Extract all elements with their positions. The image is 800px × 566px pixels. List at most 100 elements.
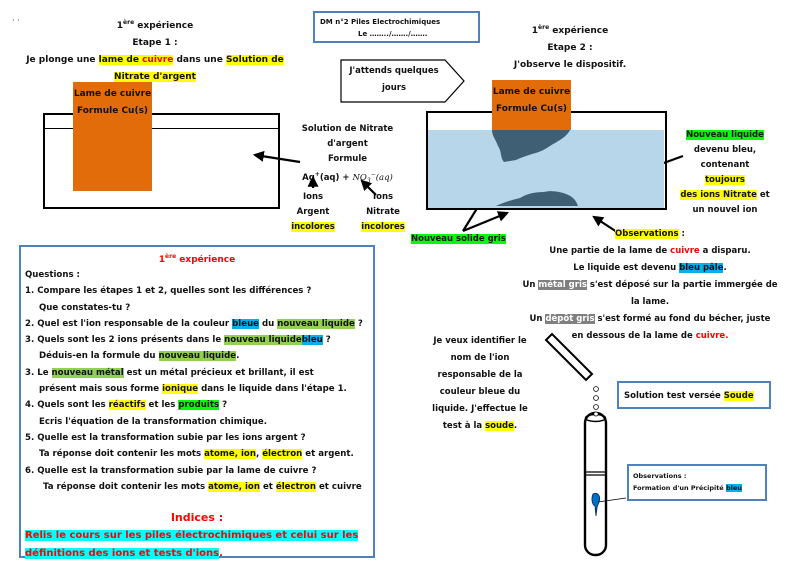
text-fragment: contenant toujours <box>680 158 770 188</box>
hints-title: Indices : <box>170 511 224 525</box>
text-fragment: a disparu. <box>699 246 751 256</box>
text-fragment: bleue <box>232 318 260 329</box>
text-fragment: ionique <box>162 384 199 395</box>
hints-line2: définitions des ions et tests d'ions. <box>25 545 369 563</box>
text-fragment: Un métal gris s'est déposé sur la partie… <box>520 277 780 294</box>
text-fragment: nouveau liquide <box>224 335 302 346</box>
text-fragment: expérience <box>134 21 194 31</box>
text-fragment: 1 <box>158 255 166 265</box>
text-fragment: ère <box>165 253 177 260</box>
text-fragment: incolores <box>291 222 335 232</box>
text-fragment: Ions <box>302 192 324 202</box>
text-fragment: réactifs <box>108 400 146 411</box>
text-fragment: lame de <box>98 55 143 65</box>
text-fragment: bleu pâle <box>679 263 724 273</box>
wait-arrow-shape <box>340 59 465 103</box>
assignment-header-box: DM n°2 Piles Electrochimiques Le ……../……… <box>313 11 480 43</box>
text-fragment: électron <box>262 449 303 460</box>
arrow-solid-bottom <box>462 211 510 233</box>
questions-box: 1ère expérience Questions : 1. Compare l… <box>19 245 375 560</box>
text-fragment: atome, ion <box>204 449 256 460</box>
text-fragment: Formule Cu(s) <box>495 104 568 114</box>
text-fragment: + <box>314 171 320 178</box>
text-fragment: bleu <box>725 484 742 492</box>
text-fragment: produits <box>178 400 220 411</box>
text-fragment: en dessous de la lame de <box>571 331 696 341</box>
text-fragment: Nitrate d'argent <box>114 72 196 82</box>
text-fragment: test à la <box>442 421 486 431</box>
text-fragment: . <box>236 351 240 362</box>
text-fragment: Soude <box>723 391 754 401</box>
text-fragment: Déduis-en la formule du nouveau liquide. <box>25 348 369 364</box>
text-fragment: 2. Quel est l'ion responsable de la coul… <box>25 318 233 329</box>
test-description: Je veux identifier le nom de l'ion respo… <box>425 333 535 435</box>
text-fragment: dans une <box>173 55 226 65</box>
text-fragment: 1 <box>116 21 124 31</box>
text-fragment: Solution de <box>225 55 284 65</box>
text-fragment: Je plonge une <box>26 55 99 65</box>
question-2: 2. Quel est l'ion responsable de la coul… <box>25 316 369 332</box>
metal-deposit-on-plate <box>492 130 570 162</box>
text-fragment: cuivre. <box>695 331 729 341</box>
text-fragment: Ta réponse doit contenir les mots atome,… <box>25 479 369 495</box>
text-fragment: Un <box>522 280 539 290</box>
text-fragment: Formule Cu(s) <box>76 106 149 116</box>
text-fragment: . <box>723 263 727 273</box>
text-fragment: Le liquide est devenu bleu pâle. <box>520 260 780 277</box>
left-instruction-line2: Nitrate d'argent <box>20 69 290 86</box>
text-fragment: Argent <box>296 207 330 217</box>
text-fragment <box>597 497 627 503</box>
text-fragment: couleur bleue du <box>439 387 521 397</box>
grey-deposit-bottom <box>496 191 578 206</box>
text-fragment: des ions Nitrate et <box>680 188 770 203</box>
text-fragment: ère <box>538 24 550 31</box>
text-fragment: s'est formé au fond du bécher, juste <box>594 314 771 324</box>
text-fragment: Nitrate <box>366 207 400 217</box>
question-4: 4. Quels sont les réactifs et les produi… <box>25 397 369 413</box>
text-fragment: , <box>255 449 263 460</box>
question-1: 1. Compare les étapes 1 et 2, quelles so… <box>25 286 312 297</box>
text-fragment: présent mais sous forme <box>39 384 163 395</box>
text-fragment: toujours <box>704 175 745 185</box>
text-fragment: expérience <box>176 255 236 265</box>
new-solid-label: Nouveau solide gris <box>411 233 506 245</box>
ions-nitrate-label: Ions Nitrate incolores <box>358 190 408 235</box>
assignment-title: DM n°2 Piles Electrochimiques <box>320 18 441 26</box>
text-fragment: Ions <box>372 192 394 202</box>
text-fragment: et cuivre <box>315 481 362 492</box>
text-fragment: Ecris l'équation de la transformation ch… <box>39 416 268 427</box>
copper-plate-step2: Lame de cuivre Formule Cu(s) <box>492 80 571 130</box>
text-fragment: incolores <box>361 222 405 232</box>
text-fragment <box>340 59 465 103</box>
text-fragment: s'est déposé sur la partie immergée de <box>586 280 778 290</box>
text-fragment: Relis le cours sur les piles électrochim… <box>25 530 359 542</box>
text-fragment: Formation d'un Précipité <box>633 484 726 492</box>
text-fragment: Lame de cuivre <box>73 89 152 99</box>
text-fragment: et argent. <box>302 449 354 460</box>
right-experience-title: 1ère expérience <box>510 19 630 40</box>
text-fragment: électron <box>275 481 316 492</box>
text-fragment: est un métal précieux et brillant, il es… <box>123 367 314 378</box>
text-fragment: Formation d'un Précipité bleu <box>633 482 761 494</box>
text-fragment: définitions des ions et tests d'ions <box>25 548 220 560</box>
text-fragment: 3. Le <box>25 367 52 378</box>
question-5: 5. Quelle est la transformation subie pa… <box>25 432 306 443</box>
text-fragment <box>25 495 369 509</box>
questions-heading: Questions : <box>25 270 80 280</box>
text-fragment: expérience <box>549 26 609 36</box>
stray-dots: · · <box>12 16 20 25</box>
text-fragment: jours <box>381 83 407 93</box>
text-fragment: incolores <box>358 220 408 235</box>
test-tube-illustration <box>544 332 627 557</box>
drop-icon <box>593 404 599 410</box>
text-fragment: nom de l'ion <box>450 353 510 363</box>
observations-block: Observations : Une partie de la lame de … <box>520 226 780 345</box>
text-fragment: devenu bleu, <box>693 145 757 155</box>
question-6: 6. Quelle est la transformation subie pa… <box>25 465 317 476</box>
text-fragment: nouveau liquide <box>158 351 237 362</box>
text-fragment: présent mais sous forme ionique dans le … <box>25 381 369 397</box>
text-fragment: cuivre <box>670 246 700 256</box>
text-fragment: Ta réponse doit contenir les mots <box>39 449 205 460</box>
text-fragment: Ta réponse doit contenir les mots <box>43 481 209 492</box>
hints-line1: Relis le cours sur les piles électrochim… <box>25 527 369 545</box>
